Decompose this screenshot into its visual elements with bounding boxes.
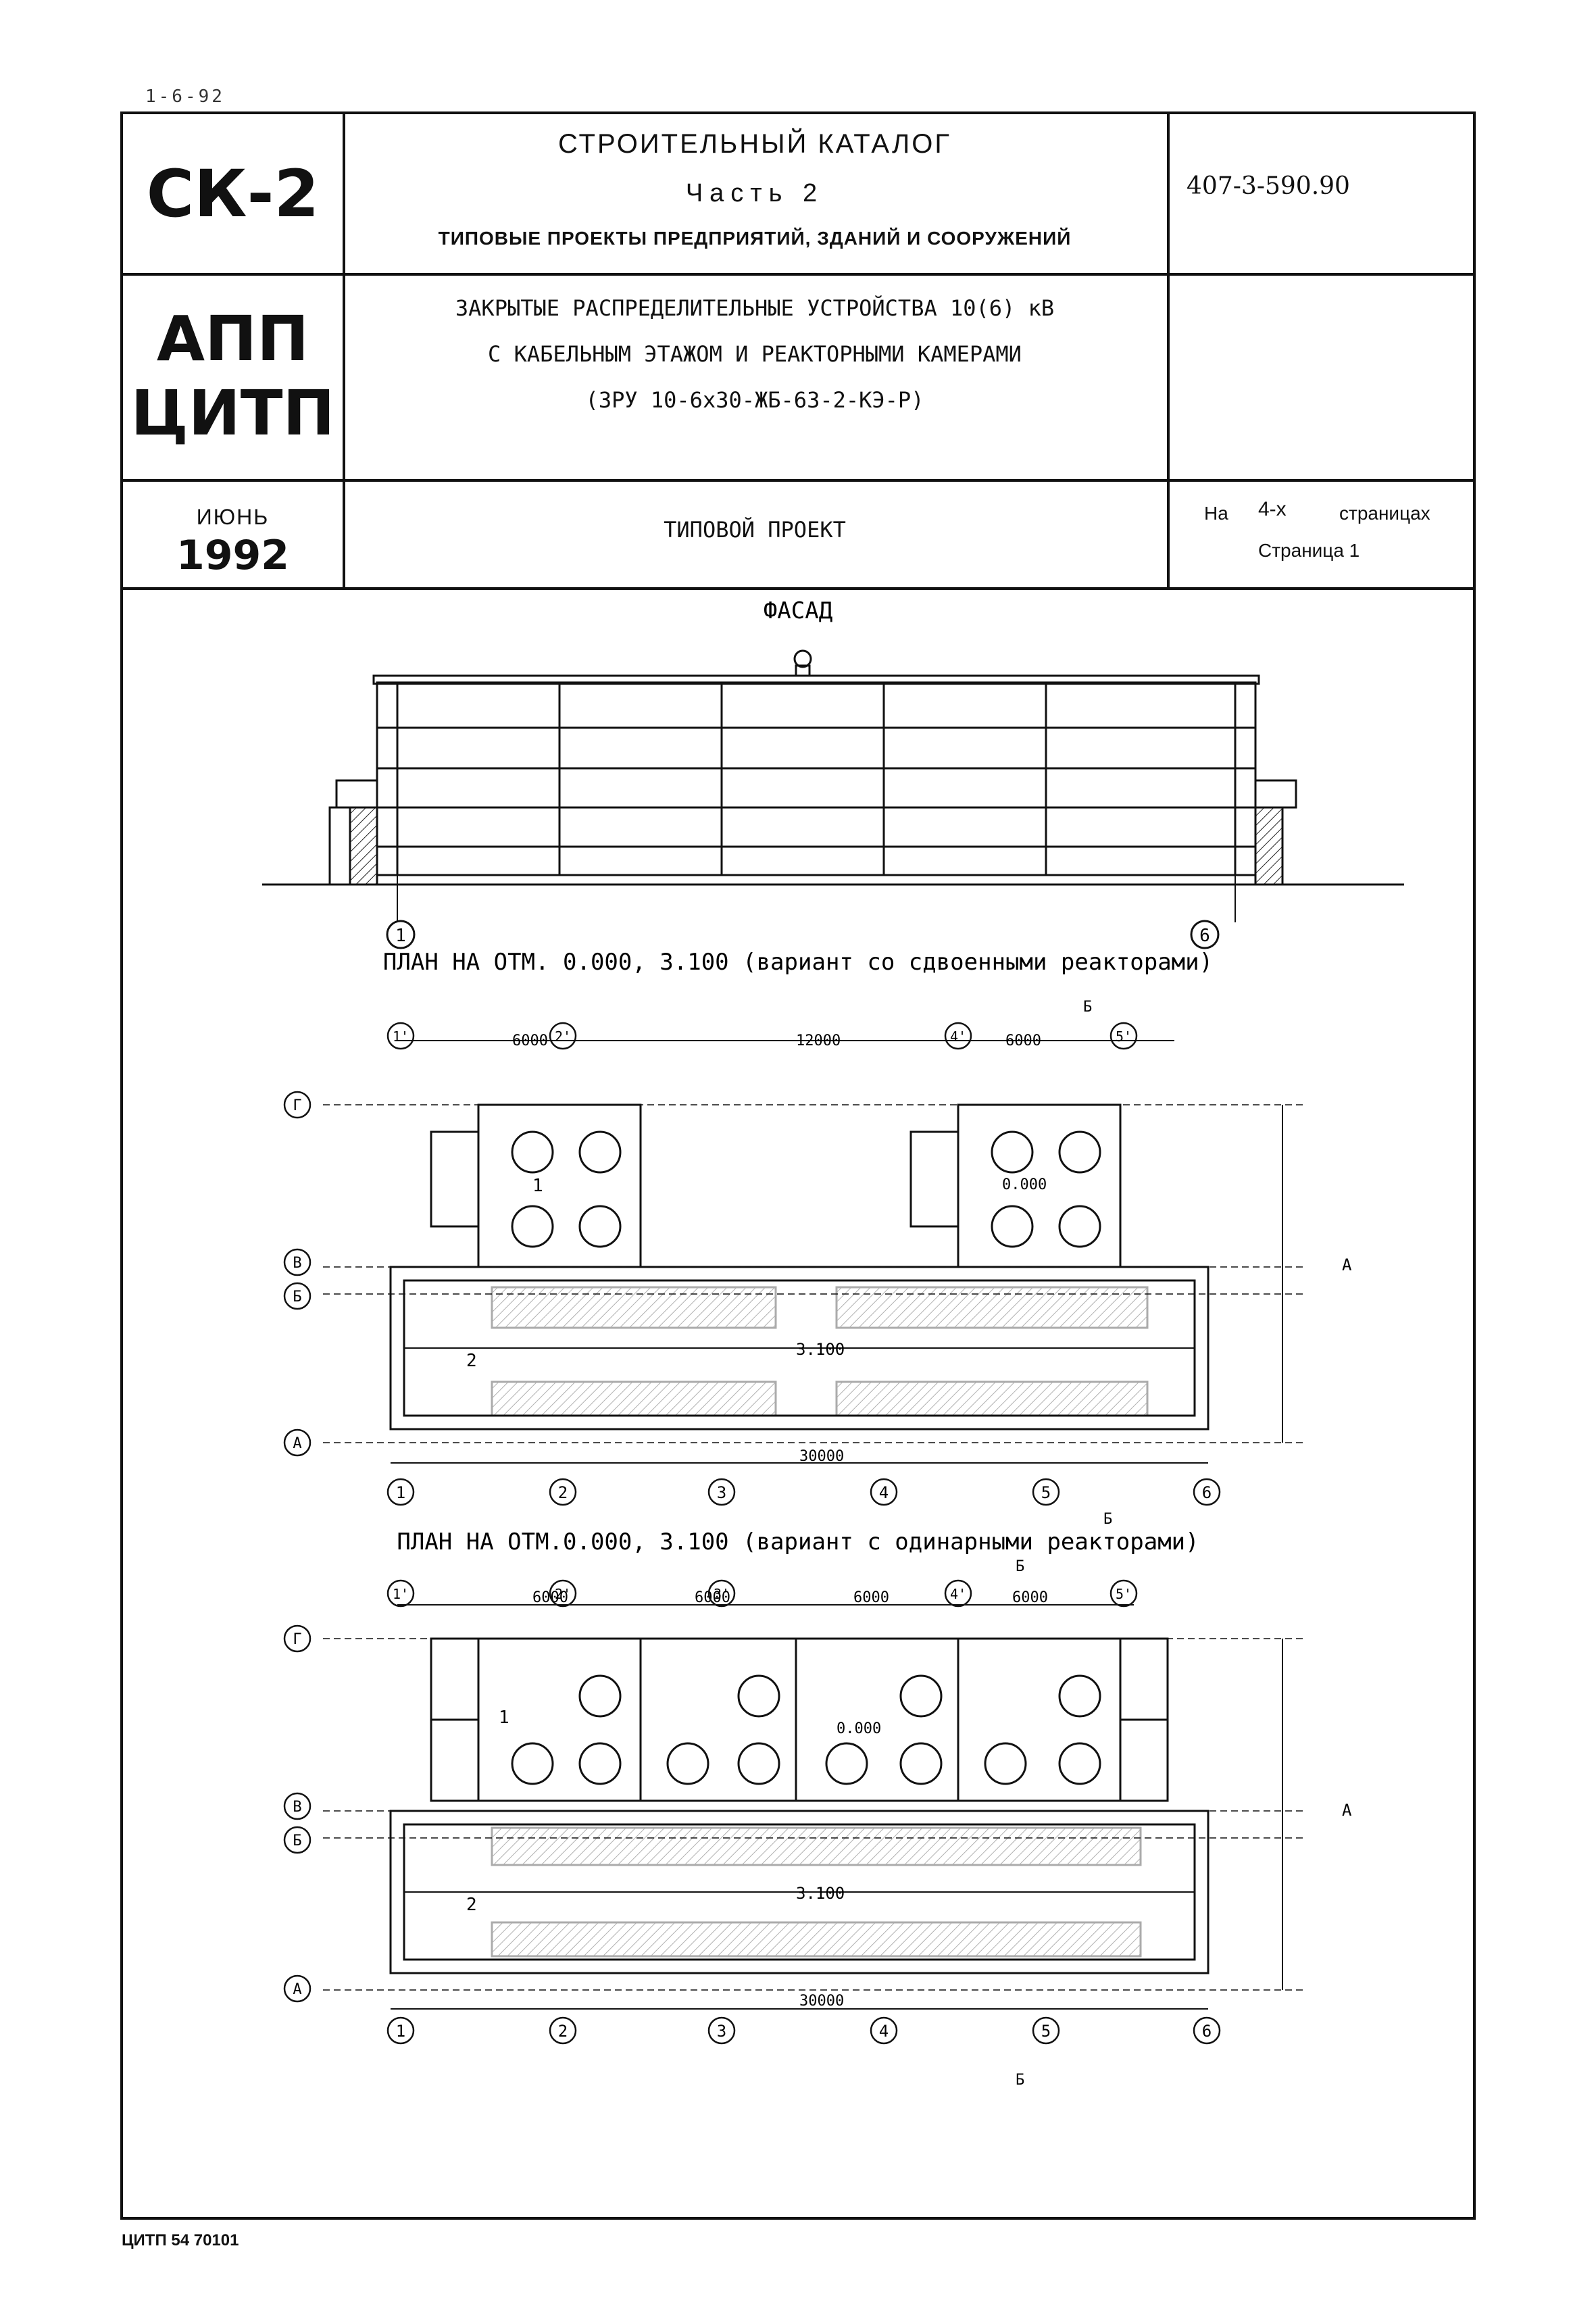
- plan2-axis-2p: 2': [555, 1586, 571, 1602]
- plan1-axis-3: 3: [717, 1483, 726, 1502]
- plan1-axis-5: 5: [1041, 1483, 1051, 1502]
- plan1-axis-4p: 4': [950, 1028, 966, 1045]
- facade-title: ФАСАД: [764, 597, 832, 624]
- plan2-dim-6000-d: 6000: [1012, 1589, 1048, 1606]
- plan1-axis-2p: 2': [555, 1028, 571, 1045]
- plan1-dim-30000: 30000: [799, 1448, 844, 1465]
- plan2-drawing: [323, 1604, 1303, 2010]
- plan1-axis-1p: 1': [393, 1028, 409, 1045]
- plan1-axis-g: Г: [293, 1097, 301, 1114]
- plan2-axis-5p: 5': [1116, 1586, 1132, 1602]
- plan2-axis-3p: 3': [714, 1586, 730, 1602]
- pages-prefix: На: [1204, 503, 1228, 524]
- plan2-dim-6000-c: 6000: [853, 1589, 889, 1606]
- header-vdivider-right: [1167, 114, 1170, 587]
- plan2-room-1: 1: [499, 1708, 509, 1728]
- plan2-axis-5: 5: [1041, 2022, 1051, 2041]
- plan2-axis-v: В: [293, 1799, 301, 1816]
- plan1-dim-12000: 12000: [796, 1032, 841, 1049]
- plan2-axis-g: Г: [293, 1631, 301, 1648]
- project-type: ТИПОВОЙ ПРОЕКТ: [664, 517, 846, 543]
- plan2-axis-4p: 4': [950, 1586, 966, 1602]
- plan2-axis-3: 3: [717, 2022, 726, 2041]
- plan1-dim-6000-b: 6000: [1005, 1032, 1041, 1049]
- plan1-title: ПЛАН НА ОТМ. 0.000, 3.100 (вариант со сд…: [383, 949, 1213, 976]
- plan2-title: ПЛАН НА ОТМ.0.000, 3.100 (вариант с один…: [397, 1528, 1199, 1555]
- project-title-line1: ЗАКРЫТЫЕ РАСПРЕДЕЛИТЕЛЬНЫЕ УСТРОЙСТВА 10…: [455, 295, 1055, 321]
- plan1-section-top: Б: [1083, 999, 1092, 1016]
- plan1-drawing: [323, 1040, 1303, 1464]
- plan2-axis-4: 4: [879, 2022, 889, 2041]
- plan1-axis-b: Б: [293, 1289, 301, 1305]
- plan1-axis-1: 1: [396, 1483, 405, 1502]
- project-title-line2: С КАБЕЛЬНЫМ ЭТАЖОМ И РЕАКТОРНЫМИ КАМЕРАМ…: [488, 341, 1022, 367]
- header-divider-3: [123, 587, 1473, 590]
- pages-count: 4-х: [1258, 498, 1287, 520]
- catalog-title: СТРОИТЕЛЬНЫЙ КАТАЛОГ: [558, 129, 951, 159]
- plan1-dim-6000-a: 6000: [512, 1032, 548, 1049]
- plan2-room-2: 2: [466, 1895, 477, 1915]
- plan1-axis-5p: 5': [1116, 1028, 1132, 1045]
- issue-year: 1992: [176, 532, 289, 579]
- sheet-frame: СК-2 АПП ЦИТП ИЮНЬ 1992 СТРОИТЕЛЬНЫЙ КАТ…: [120, 111, 1476, 2220]
- issue-month: ИЮНЬ: [196, 505, 270, 529]
- plan2-axis-a: А: [293, 1981, 301, 1998]
- plan2-axis-2: 2: [558, 2022, 568, 2041]
- plan1-axis-bubbles: [283, 1022, 1221, 1506]
- plan2-axis-b: Б: [293, 1833, 301, 1849]
- facade-axis-1: 1: [395, 926, 406, 946]
- footer-code: ЦИТП 54 70101: [122, 2231, 239, 2249]
- org-name-line1: АПП: [156, 303, 309, 375]
- plan1-room-1: 1: [532, 1176, 543, 1196]
- project-title-line3: (ЗРУ 10-6х30-ЖБ-63-2-КЭ-Р): [585, 387, 924, 413]
- plan2-axis-bubbles: [283, 1579, 1221, 2045]
- plan1-section-bottom: Б: [1103, 1511, 1112, 1528]
- plan1-room-2: 2: [466, 1351, 477, 1371]
- org-name-line2: ЦИТП: [130, 377, 335, 449]
- plan2-elev-0000: 0.000: [837, 1720, 881, 1737]
- facade-elevation: [262, 649, 1404, 949]
- plan1-elev-0000: 0.000: [1002, 1176, 1047, 1193]
- plan2-dim-30000: 30000: [799, 1993, 844, 2010]
- plan2-view-mark: А: [1342, 1801, 1352, 1820]
- header-vdivider-left: [343, 114, 345, 587]
- plan1-axis-a: А: [293, 1435, 301, 1452]
- doc-number: 407-3-590.90: [1187, 172, 1350, 200]
- plan2-section-bottom: Б: [1016, 2072, 1024, 2089]
- technical-drawing: ФАСАД ПЛАН НА ОТМ. 0.000, 3.100 (вариант…: [262, 597, 1404, 2089]
- pages-suffix: страницах: [1339, 503, 1430, 524]
- catalog-code: СК-2: [146, 156, 320, 232]
- plan1-axis-4: 4: [879, 1483, 889, 1502]
- plan2-section-top: Б: [1016, 1558, 1024, 1575]
- page-number: Страница 1: [1258, 540, 1360, 561]
- plan1-axis-v: В: [293, 1255, 301, 1272]
- header-divider-2: [123, 479, 1473, 482]
- plan1-elev-3100: 3.100: [796, 1340, 845, 1359]
- header-divider-1: [123, 273, 1473, 276]
- plan2-elev-3100: 3.100: [796, 1884, 845, 1903]
- facade-axis-6: 6: [1199, 926, 1210, 946]
- catalog-subtitle: ТИПОВЫЕ ПРОЕКТЫ ПРЕДПРИЯТИЙ, ЗДАНИЙ И СО…: [438, 228, 1072, 249]
- plan2-axis-1p: 1': [393, 1586, 409, 1602]
- plan2-axis-1: 1: [396, 2022, 405, 2041]
- catalog-part: Часть 2: [685, 179, 824, 207]
- plan1-view-mark: А: [1342, 1255, 1352, 1274]
- top-note: 1-6-92: [145, 86, 225, 107]
- plan2-axis-6: 6: [1202, 2022, 1212, 2041]
- plan1-axis-6: 6: [1202, 1483, 1212, 1502]
- plan1-axis-2: 2: [558, 1483, 568, 1502]
